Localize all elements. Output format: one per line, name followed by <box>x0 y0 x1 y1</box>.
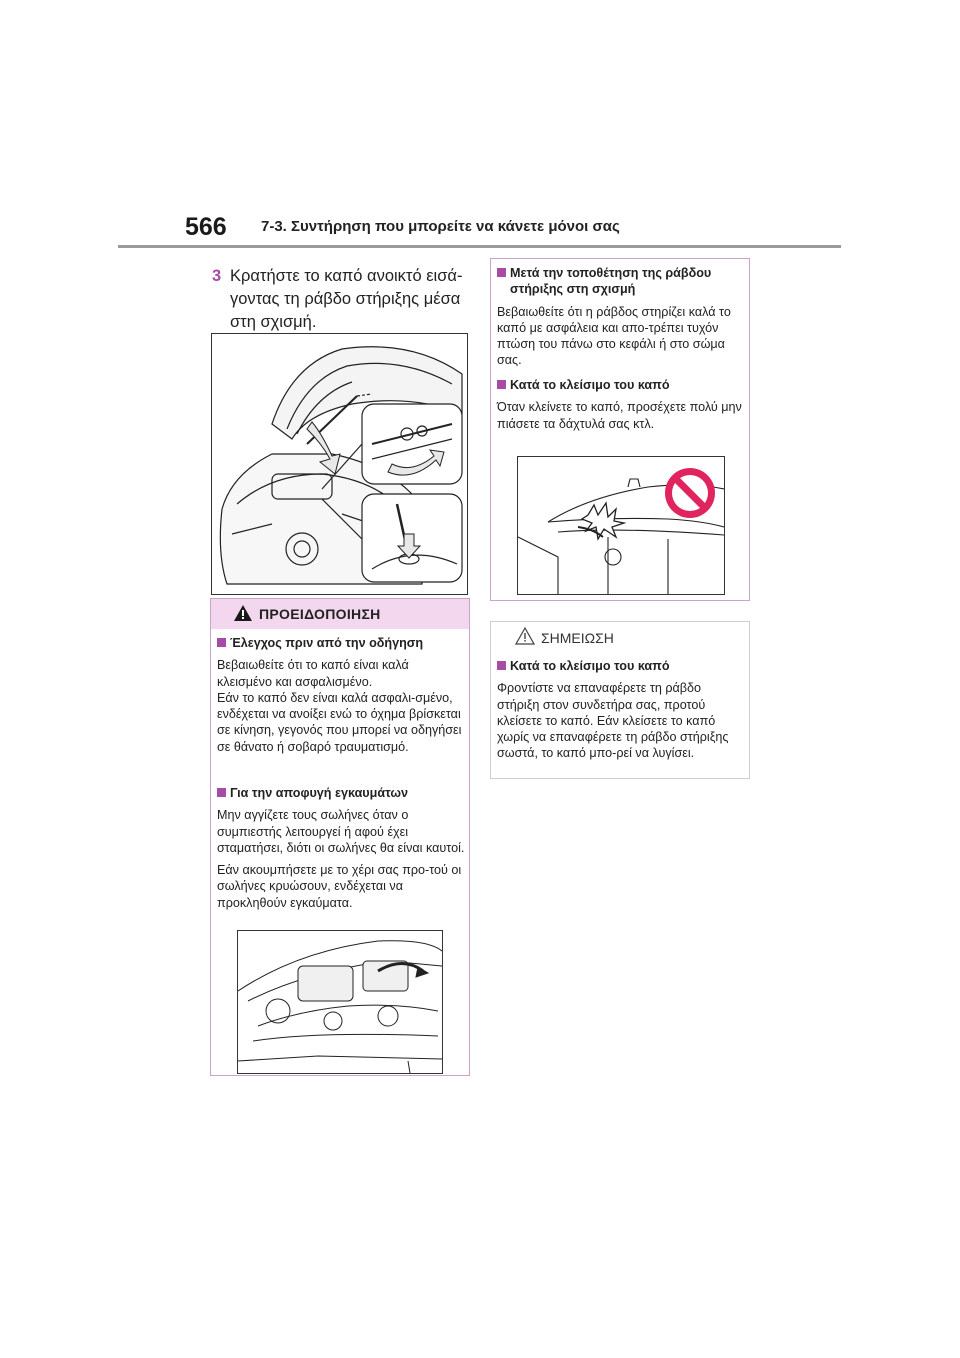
warning-triangle-icon <box>233 604 253 627</box>
section-heading: Μετά την τοποθέτηση της ράβδου στήριξης … <box>497 265 745 298</box>
section-heading: Κατά το κλείσιμο του καπό <box>497 658 745 674</box>
paragraph: Βεβαιωθείτε ότι το καπό είναι καλά κλεισ… <box>217 658 409 689</box>
bullet-square-icon <box>497 661 506 670</box>
section-heading: Κατά το κλείσιμο του καπό <box>497 377 745 393</box>
paragraph: Φροντίστε να επαναφέρετε τη ράβδο στήριξ… <box>497 681 729 761</box>
paragraph: Εάν το καπό δεν είναι καλά ασφαλι-σμένο,… <box>217 690 462 754</box>
warning-title: ΠΡΟΕΙΔΟΠΟΙΗΣΗ <box>259 606 381 622</box>
note-triangle-icon <box>514 626 536 650</box>
step-3: 3 Κρατήστε το καπό ανοικτό εισά-γοντας τ… <box>212 265 470 334</box>
warning-section-pre-drive: Έλεγχος πριν από την οδήγηση Βεβαιωθείτε… <box>217 635 465 755</box>
section-closing-hood: Κατά το κλείσιμο του καπό Όταν κλείνετε … <box>497 377 745 432</box>
hood-support-rod-drawing <box>219 346 463 585</box>
section-title: 7-3. Συντήρηση που μπορείτε να κάνετε μό… <box>261 218 620 235</box>
engine-compartment-drawing <box>238 940 442 1073</box>
warning-section-burns: Για την αποφυγή εγκαυμάτων Μην αγγίζετε … <box>217 785 465 911</box>
paragraph: Βεβαιωθείτε ότι η ράβδος στηρίζει καλά τ… <box>497 304 731 368</box>
hood-support-rod-illustration <box>211 333 468 595</box>
warning-header: ΠΡΟΕΙΔΟΠΟΙΗΣΗ <box>211 599 469 629</box>
paragraph: Εάν ακουμπήσετε με το χέρι σας προ-τού ο… <box>217 863 462 910</box>
section-heading: Έλεγχος πριν από την οδήγηση <box>217 635 465 651</box>
section-after-rod-placement: Μετά την τοποθέτηση της ράβδου στήριξης … <box>497 265 745 369</box>
hood-closing-prohibited-illustration <box>517 456 725 595</box>
note-title: ΣΗΜΕΙΩΣΗ <box>541 630 614 646</box>
bullet-square-icon <box>217 638 226 647</box>
section-heading: Για την αποφυγή εγκαυμάτων <box>217 785 465 801</box>
note-header: ΣΗΜΕΙΩΣΗ <box>491 622 749 652</box>
note-section-closing-hood: Κατά το κλείσιμο του καπό Φροντίστε να ε… <box>497 658 745 762</box>
note-box: ΣΗΜΕΙΩΣΗ Κατά το κλείσιμο του καπό Φροντ… <box>490 621 750 779</box>
engine-compartment-illustration <box>237 930 443 1074</box>
hood-closing-drawing <box>518 468 724 594</box>
page-number: 566 <box>185 213 227 241</box>
paragraph: Μην αγγίζετε τους σωλήνες όταν ο συμπιεσ… <box>217 808 465 855</box>
prohibited-icon <box>665 468 715 518</box>
bullet-square-icon <box>497 380 506 389</box>
bullet-square-icon <box>497 268 506 277</box>
step-text: Κρατήστε το καπό ανοικτό εισά-γοντας τη … <box>230 267 463 331</box>
step-number: 3 <box>212 267 222 285</box>
paragraph: Όταν κλείνετε το καπό, προσέχετε πολύ μη… <box>497 400 742 431</box>
bullet-square-icon <box>217 788 226 797</box>
header-divider <box>118 245 841 248</box>
